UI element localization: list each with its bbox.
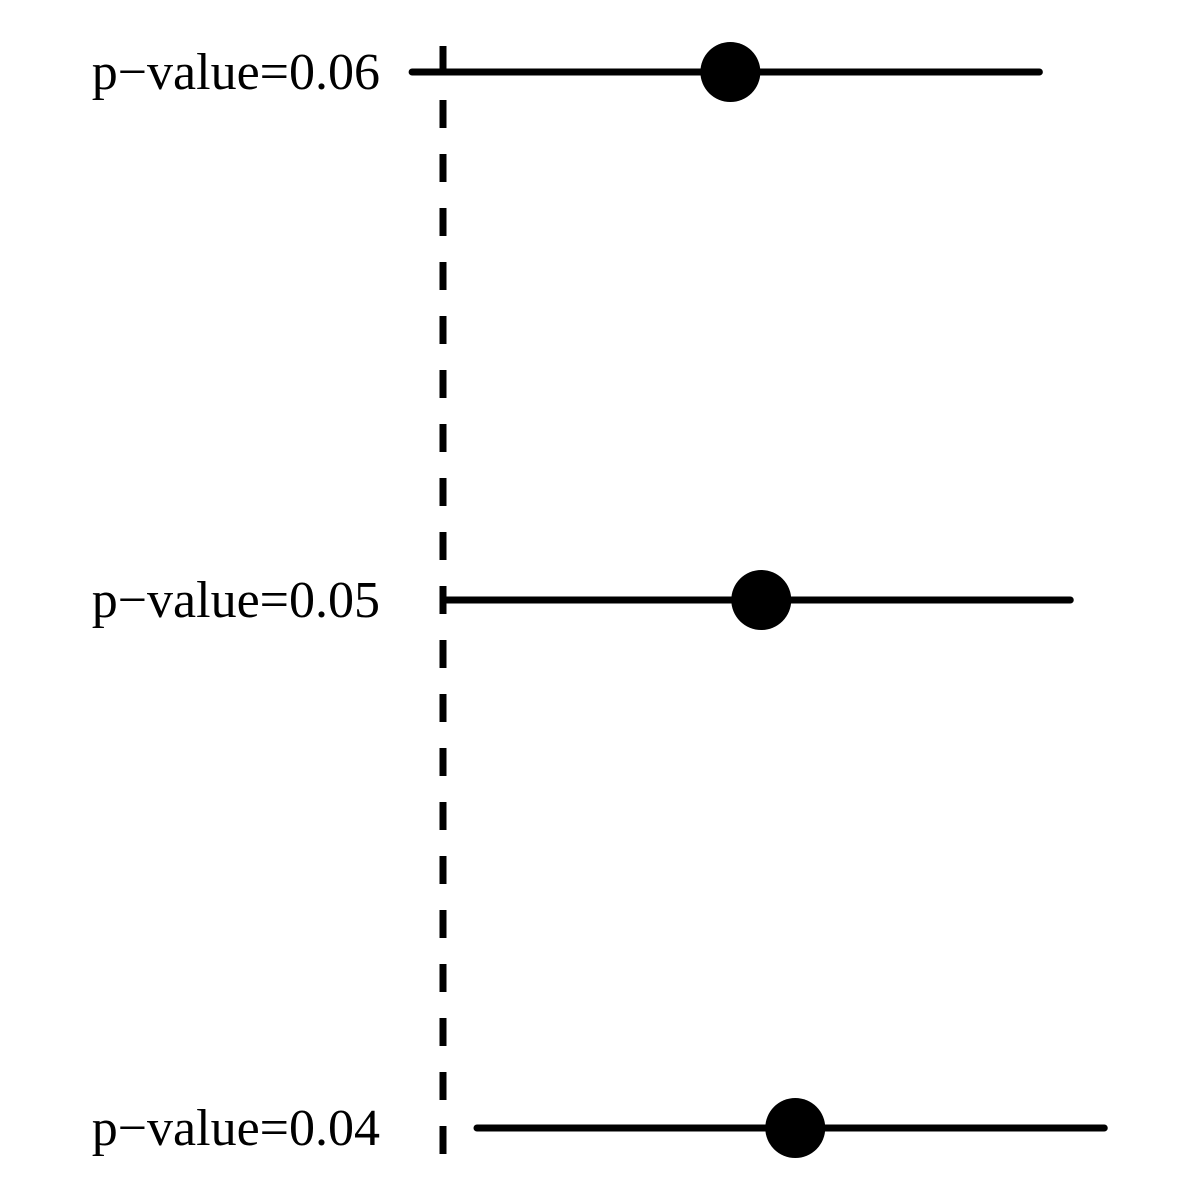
point-estimate — [700, 42, 761, 102]
point-estimate — [731, 570, 792, 630]
forest-rows: p−value=0.06 p−value=0.05 p−value=0.04 — [92, 42, 1108, 1158]
row-label: p−value=0.06 — [92, 44, 380, 101]
point-estimate — [765, 1098, 826, 1158]
row-label: p−value=0.05 — [92, 572, 380, 629]
row-label: p−value=0.04 — [92, 1100, 380, 1157]
